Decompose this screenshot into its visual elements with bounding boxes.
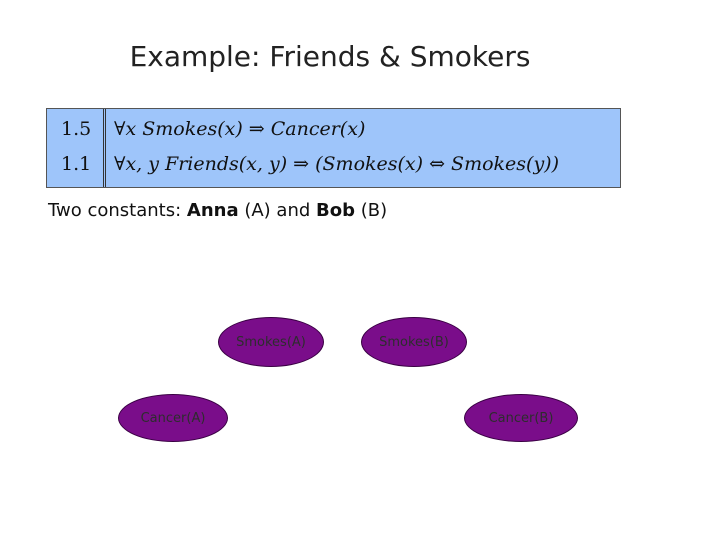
constant-anna: Anna — [186, 200, 239, 221]
formula-weight: 1.1 — [61, 153, 92, 175]
node-cancer-b: Cancer(B) — [464, 394, 578, 442]
formula-table: 1.5 1.1 ∀x Smokes(x) ⇒ Cancer(x) ∀x, y F… — [46, 108, 621, 188]
formula-text: ∀x, y Friends(x, y) ⇒ (Smokes(x) ⇔ Smoke… — [114, 153, 560, 175]
constant-bob-abbr: (B) — [354, 200, 388, 221]
formula-text: ∀x Smokes(x) ⇒ Cancer(x) — [114, 118, 366, 140]
formula-weight: 1.5 — [61, 118, 92, 140]
formulas-column: ∀x Smokes(x) ⇒ Cancer(x) ∀x, y Friends(x… — [105, 109, 620, 187]
constants-line: Two constants: Anna (A) and Bob (B) — [48, 200, 387, 221]
slide-title: Example: Friends & Smokers — [129, 40, 531, 73]
weights-column: 1.5 1.1 — [47, 109, 104, 187]
node-smokes-a: Smokes(A) — [218, 317, 324, 367]
constant-anna-abbr: (A) and — [238, 200, 316, 221]
constant-bob: Bob — [316, 200, 355, 221]
node-smokes-b: Smokes(B) — [361, 317, 467, 367]
node-cancer-a: Cancer(A) — [118, 394, 228, 442]
constants-prefix: Two constants: — [48, 200, 187, 221]
